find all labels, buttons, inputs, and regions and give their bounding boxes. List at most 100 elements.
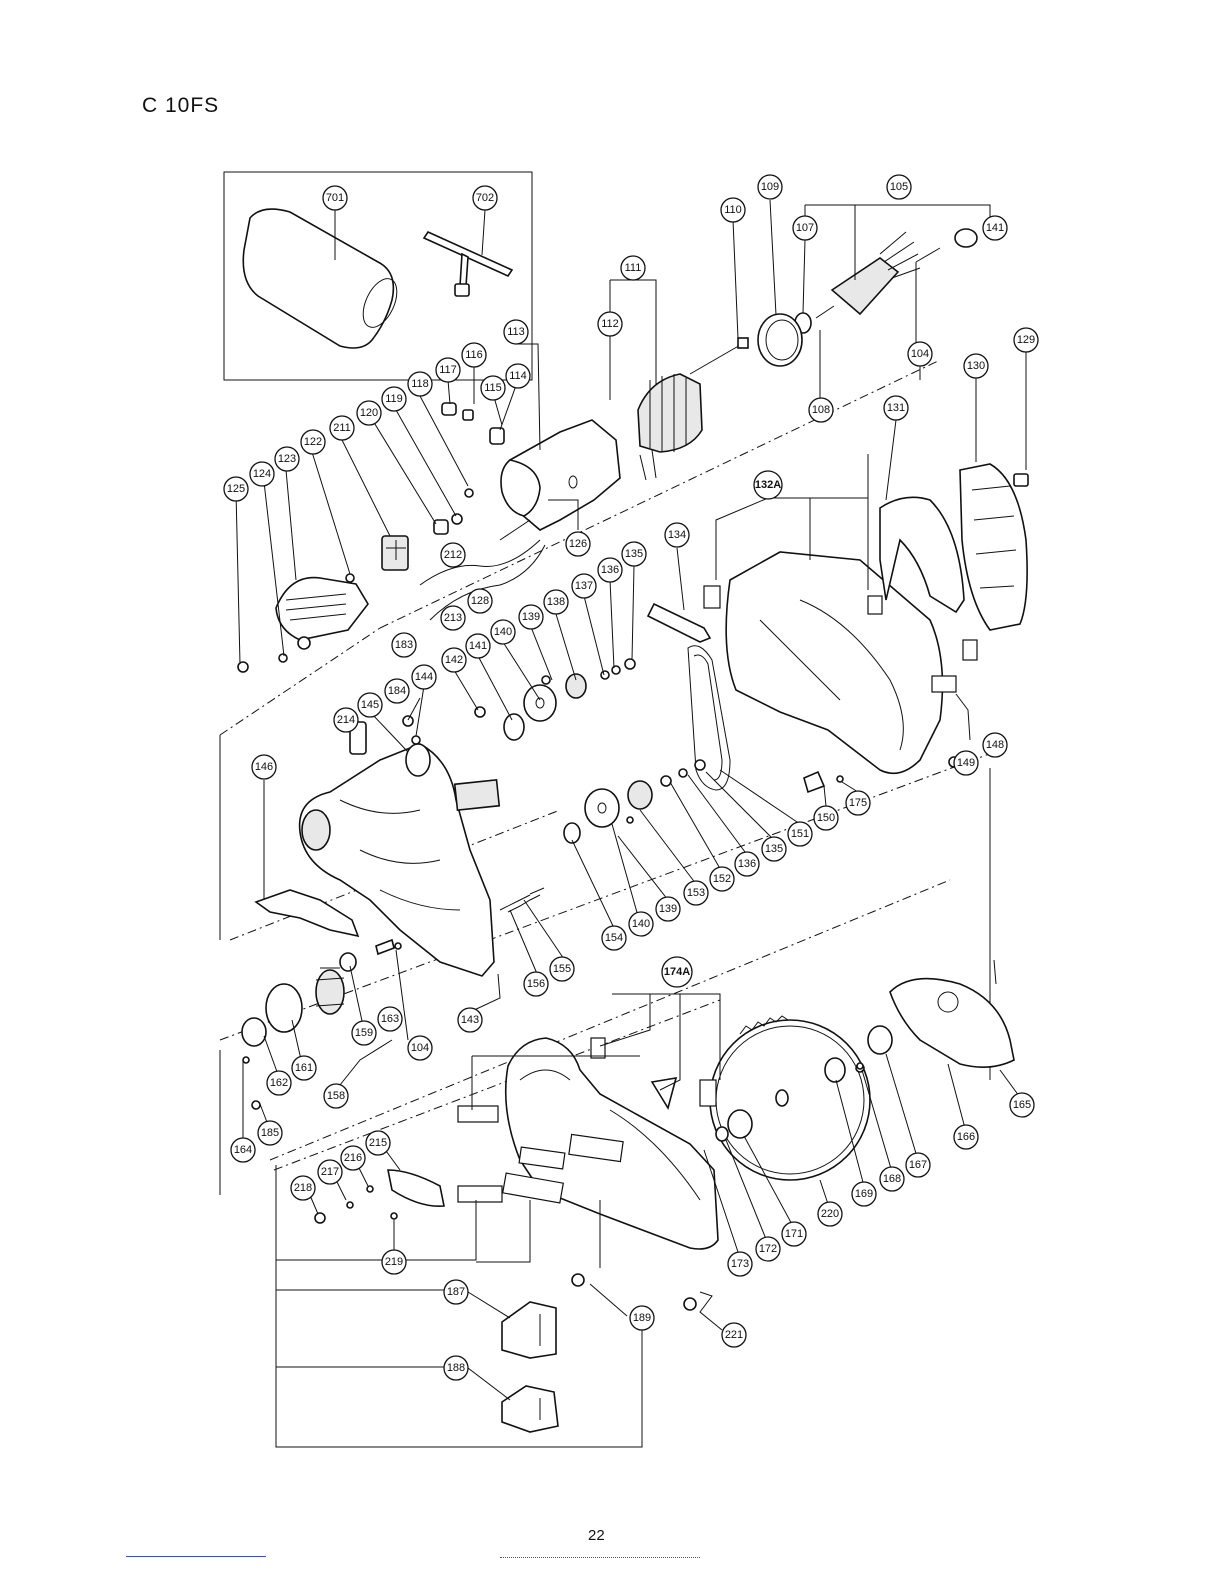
callout-188-label: 188	[447, 1362, 465, 1374]
callout-212-label: 212	[444, 549, 462, 561]
callout-151: 151	[787, 821, 813, 847]
callout-144: 144	[411, 664, 437, 690]
callout-135-top-label: 135	[625, 548, 643, 560]
callout-136-mid-label: 136	[738, 858, 756, 870]
callout-125-label: 125	[227, 483, 245, 495]
belt-cover-frame	[879, 496, 965, 614]
callout-158-label: 158	[327, 1090, 345, 1102]
callout-172-label: 172	[759, 1243, 777, 1255]
callout-143-label: 143	[461, 1014, 479, 1026]
callout-113-label: 113	[507, 326, 525, 338]
callout-136-top: 136	[597, 557, 623, 583]
footer-divider-left	[126, 1556, 266, 1557]
callout-152-label: 152	[713, 873, 731, 885]
callout-164: 164	[230, 1137, 256, 1163]
dust-bag	[242, 208, 395, 349]
callout-189: 189	[629, 1305, 655, 1331]
callout-154: 154	[601, 925, 627, 951]
guard-plate	[387, 1169, 445, 1207]
callout-155-label: 155	[553, 963, 571, 975]
callout-701-label: 701	[326, 192, 344, 204]
callout-120-label: 120	[360, 407, 378, 419]
callout-158: 158	[323, 1083, 349, 1109]
callout-139-top-label: 139	[522, 611, 540, 623]
callout-123: 123	[274, 446, 300, 472]
callout-111: 111	[620, 255, 646, 281]
callout-119: 119	[381, 386, 407, 412]
callout-221: 221	[721, 1322, 747, 1348]
callout-150-label: 150	[817, 812, 835, 824]
tail-cover	[275, 576, 369, 641]
filler-block	[453, 778, 501, 812]
callout-143: 143	[457, 1007, 483, 1033]
fence-plate-a	[501, 1301, 557, 1359]
callout-129-label: 129	[1017, 334, 1035, 346]
callout-110-label: 110	[724, 204, 742, 216]
callout-166-label: 166	[957, 1131, 975, 1143]
callout-148-label: 148	[986, 739, 1004, 751]
callout-116: 116	[461, 342, 487, 368]
callout-134-label: 134	[668, 529, 686, 541]
callout-214-label: 214	[337, 714, 355, 726]
callout-105-label: 105	[890, 181, 908, 193]
callout-152: 152	[709, 866, 735, 892]
callout-164-label: 164	[234, 1144, 252, 1156]
callout-172: 172	[755, 1236, 781, 1262]
callout-141-mid: 141	[465, 633, 491, 659]
callout-153-label: 153	[687, 887, 705, 899]
callout-141-top-label: 141	[986, 222, 1004, 234]
callout-130: 130	[963, 353, 989, 379]
callout-128-label: 128	[471, 595, 489, 607]
callout-189-label: 189	[633, 1312, 651, 1324]
callout-145-label: 145	[361, 699, 379, 711]
model-title: C 10FS	[142, 94, 220, 117]
callout-140-top: 140	[490, 619, 516, 645]
callout-141-mid-label: 141	[469, 640, 487, 652]
callout-701: 701	[322, 185, 348, 211]
drive-belt	[687, 645, 731, 791]
callout-135-mid: 135	[761, 836, 787, 862]
callout-163-label: 163	[381, 1013, 399, 1025]
callout-150: 150	[813, 805, 839, 831]
callout-126: 126	[565, 531, 591, 557]
saw-blade	[709, 1019, 871, 1181]
callout-221-label: 221	[725, 1329, 743, 1341]
motor-housing	[509, 419, 621, 531]
callout-165-label: 165	[1013, 1099, 1031, 1111]
callout-136-mid: 136	[734, 851, 760, 877]
callout-218: 218	[290, 1175, 316, 1201]
callout-113: 113	[503, 319, 529, 345]
side-plate	[959, 463, 1028, 631]
callout-217-label: 217	[321, 1166, 339, 1178]
footer-divider-right	[500, 1557, 700, 1558]
callout-124: 124	[249, 461, 275, 487]
callout-169: 169	[851, 1181, 877, 1207]
callout-107: 107	[792, 215, 818, 241]
field-stator	[637, 373, 703, 453]
callout-140-mid: 140	[628, 911, 654, 937]
callout-108: 108	[808, 397, 834, 423]
callout-141-top: 141	[982, 215, 1008, 241]
callout-110: 110	[720, 197, 746, 223]
callout-165: 165	[1009, 1092, 1035, 1118]
callout-139-top: 139	[518, 604, 544, 630]
lever-plate	[254, 889, 360, 938]
callout-167-label: 167	[909, 1159, 927, 1171]
callout-153: 153	[683, 880, 709, 906]
callout-702-label: 702	[476, 192, 494, 204]
callout-161-label: 161	[295, 1062, 313, 1074]
callout-104-bottom: 104	[407, 1035, 433, 1061]
callout-218-label: 218	[294, 1182, 312, 1194]
callout-116-label: 116	[465, 349, 483, 361]
callout-128: 128	[467, 588, 493, 614]
callout-132A-label: 132A	[755, 479, 781, 491]
callout-129: 129	[1013, 327, 1039, 353]
callout-112: 112	[597, 311, 623, 337]
callout-122-label: 122	[304, 436, 322, 448]
baffle-ring	[757, 313, 803, 367]
callout-159: 159	[351, 1020, 377, 1046]
callout-138: 138	[543, 589, 569, 615]
callout-117-label: 117	[439, 364, 457, 376]
callout-162: 162	[266, 1070, 292, 1096]
callout-104-top-label: 104	[911, 348, 929, 360]
